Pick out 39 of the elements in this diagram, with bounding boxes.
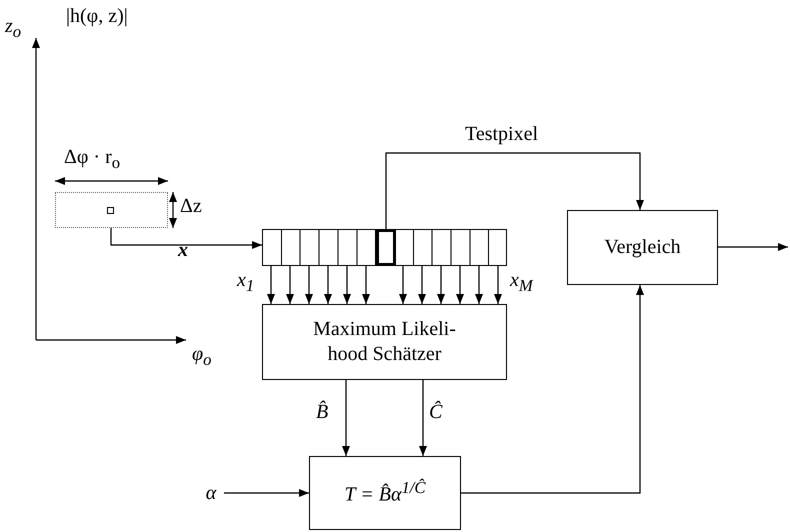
arrow (475, 266, 483, 304)
arrow (385, 152, 644, 229)
edge-label: Ĉ (429, 402, 442, 422)
edge-label: B̂ (316, 402, 328, 422)
arrow (718, 243, 788, 251)
box-label: Maximum Likeli- hood Schätzer (312, 317, 457, 367)
input-symbol: α (198, 480, 224, 506)
comparator-box: Vergleich (567, 210, 718, 285)
arrow (342, 380, 350, 456)
axis-label: φ$_{o}$ (192, 344, 212, 369)
arrow (456, 266, 464, 304)
arrow (286, 266, 294, 304)
arrow (110, 228, 262, 249)
arrow (362, 266, 370, 304)
estimator-box (262, 304, 507, 380)
dimension-label: Δz (180, 196, 202, 216)
edge-label: Testpixel (465, 124, 538, 144)
pixel-region (55, 192, 168, 228)
test-pixel (376, 229, 396, 266)
arrow (461, 285, 644, 494)
formula: T = B̂α$^{1/Ĉ}$ (344, 478, 426, 508)
arrow (494, 266, 502, 304)
dimension-label: Δφ · r$_{o}$ (64, 147, 120, 172)
edge-label: x$_{1}$ (237, 270, 254, 295)
arrow (437, 266, 445, 304)
arrow (305, 266, 313, 304)
axis-label: z$_{o}$ (5, 16, 22, 41)
pixel-vector (262, 229, 507, 266)
threshold-box (309, 456, 461, 530)
edge-label: x$_{M}$ (510, 270, 533, 295)
function-label: |h(φ, z)| (66, 6, 128, 26)
arrow (343, 266, 351, 304)
arrow (419, 380, 427, 456)
edge-label: x (178, 240, 188, 260)
arrow (324, 266, 332, 304)
arrow (224, 489, 309, 497)
arrow (267, 266, 275, 304)
arrow (399, 266, 407, 304)
arrow (418, 266, 426, 304)
